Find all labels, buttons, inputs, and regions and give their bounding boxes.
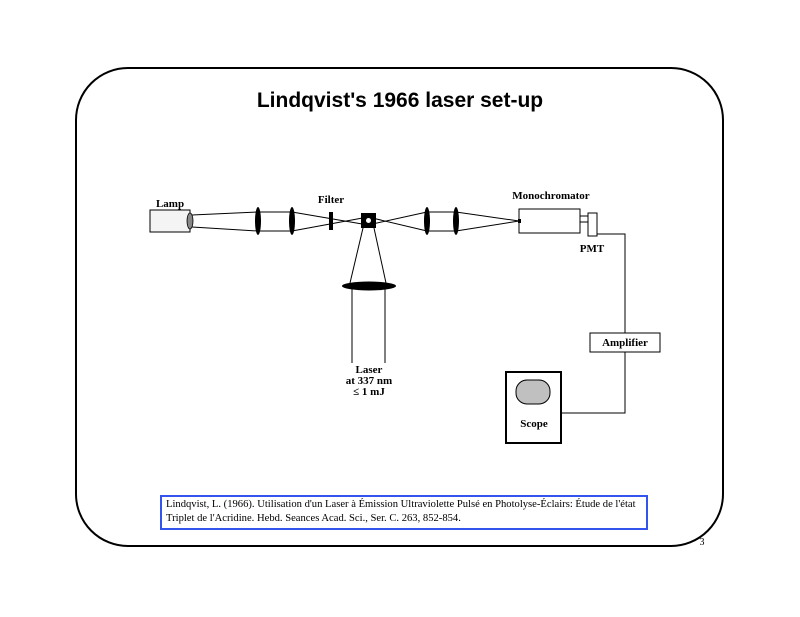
laser-energy: ≤ 1 mJ [353,386,385,398]
laser-wavelength: at 337 nm [346,375,392,387]
lens-icon [255,207,261,235]
lens-icon [424,207,430,235]
signal-cable [561,352,626,414]
lamp [149,209,194,233]
slide-title: Lindqvist's 1966 laser set-up [257,89,543,112]
scope-screen [515,379,551,405]
oscilloscope [505,371,562,444]
pmt [579,212,598,237]
lamp-label: Lamp [156,198,184,210]
laser-lens-icon [342,281,396,291]
page-number: 3 [700,537,705,548]
amplifier [589,332,661,353]
filter-label: Filter [318,194,344,206]
monochromator [518,208,581,234]
lens-icon [453,207,459,235]
signal-cable [597,233,626,333]
laser-label: Laser [356,364,383,376]
scope-label: Scope [520,418,548,430]
reference-citation: Lindqvist, L. (1966). Utilisation d'un L… [160,495,648,530]
light-beam [191,211,520,363]
monochromator-label: Monochromator [512,190,590,202]
pmt-label: PMT [580,243,605,255]
lens-icon [289,207,295,235]
slide-frame [75,67,724,547]
filter [329,212,333,230]
sample-cell [361,213,376,228]
amplifier-label: Amplifier [602,337,648,349]
